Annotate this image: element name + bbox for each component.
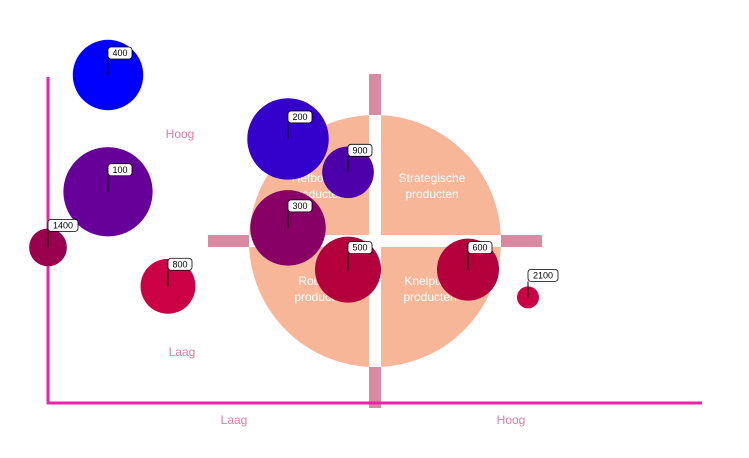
quadrant-label-tr-line2: producten bbox=[405, 187, 458, 201]
bubble-label-box bbox=[107, 163, 133, 177]
bubble-series: 400 100 1400 800 200 900 300 500 600 2100 bbox=[29, 39, 559, 314]
bubble-label-400: 400 bbox=[107, 46, 133, 75]
axis-labels: Laag Hoog Laag Hoog bbox=[166, 127, 526, 427]
bubble-label-1400: 1400 bbox=[47, 218, 79, 248]
bubble-label-text: 300 bbox=[292, 201, 307, 211]
bubble-label-text: 500 bbox=[352, 243, 367, 253]
y-axis-low-label: Laag bbox=[169, 345, 196, 359]
bubble-label-text: 100 bbox=[112, 165, 127, 175]
bubble-label-300: 300 bbox=[287, 199, 313, 228]
quadrant-label-tr-line1: Strategische bbox=[399, 171, 466, 185]
bubble-label-900: 900 bbox=[347, 143, 373, 173]
bubble-label-500: 500 bbox=[347, 241, 373, 270]
bubble-label-800: 800 bbox=[167, 257, 193, 287]
bubble-label-box bbox=[347, 143, 373, 157]
bubble-800 bbox=[140, 258, 196, 314]
bubble-label-box bbox=[47, 218, 79, 232]
bubble-label-text: 2100 bbox=[533, 270, 553, 280]
bubble-label-box bbox=[467, 241, 493, 255]
bubble-label-box bbox=[107, 46, 133, 60]
quadrant-label-br-line2: producten bbox=[403, 290, 456, 304]
y-axis-high-label: Hoog bbox=[166, 127, 195, 141]
bubble-label-200: 200 bbox=[287, 110, 313, 139]
x-axis-low-label: Laag bbox=[221, 413, 248, 427]
bubble-label-600: 600 bbox=[467, 241, 493, 270]
bubble-label-text: 600 bbox=[472, 243, 487, 253]
bubble-label-box bbox=[287, 110, 313, 124]
bubble-label-box bbox=[287, 199, 313, 213]
bubble-label-box bbox=[347, 241, 373, 255]
bubble-label-box bbox=[167, 257, 193, 271]
bubble-label-text: 200 bbox=[292, 112, 307, 122]
bubble-label-text: 800 bbox=[172, 259, 187, 269]
bubble-label-2100: 2100 bbox=[527, 268, 559, 298]
bubble-label-100: 100 bbox=[107, 163, 133, 192]
bubble-label-box bbox=[527, 268, 559, 282]
bubble-label-text: 900 bbox=[352, 145, 367, 155]
x-axis-high-label: Hoog bbox=[497, 413, 526, 427]
bubble-label-text: 400 bbox=[112, 48, 127, 58]
bubble-1400 bbox=[29, 228, 67, 267]
bubble-label-text: 1400 bbox=[53, 220, 73, 230]
